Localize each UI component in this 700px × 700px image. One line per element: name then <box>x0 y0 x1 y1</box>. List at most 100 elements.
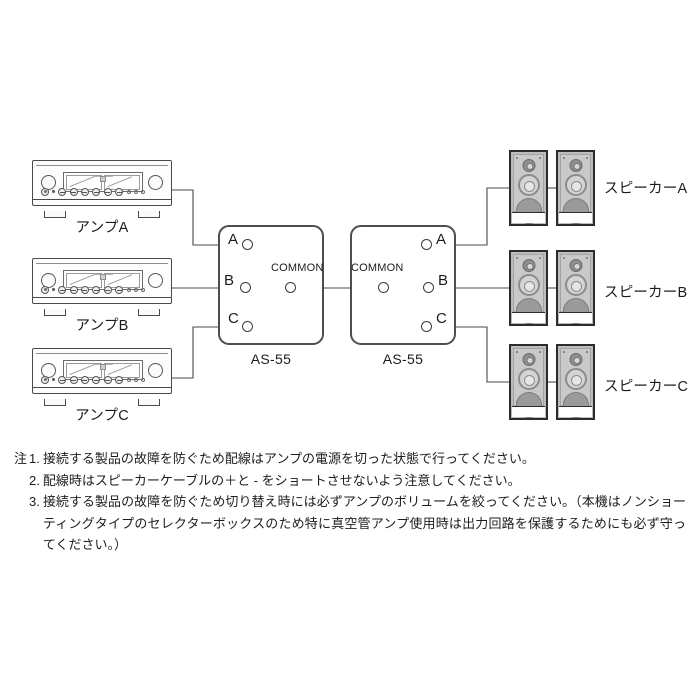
tweeter-driver <box>569 159 582 172</box>
speaker-baffle <box>560 254 591 324</box>
note-text: 配線時はスピーカーケーブルの＋と - をショートさせないよう注意してください。 <box>42 472 521 488</box>
speaker-base <box>512 212 545 223</box>
amp-small-button <box>133 287 138 292</box>
terminal-c-label: C <box>228 310 239 327</box>
selector-enclosure <box>218 225 324 345</box>
amp-top-trim <box>36 263 168 264</box>
amp-small-button <box>141 287 146 292</box>
amp-foot-right <box>138 399 160 406</box>
amp-a-label: アンプA <box>75 220 129 236</box>
terminal-common[interactable] <box>285 282 296 293</box>
midrange-driver <box>517 368 540 390</box>
midrange-driver <box>564 274 587 296</box>
amp-source-button <box>103 285 112 294</box>
common-label: COMMON <box>271 262 324 274</box>
speaker-base <box>512 312 545 323</box>
amp-source-button <box>92 285 101 294</box>
note-text: 接続する製品の故障を防ぐため切り替え時には必ずアンプのボリュームを絞ってください… <box>42 494 686 552</box>
amp-small-button <box>126 189 131 194</box>
amp-a: アンプA <box>32 160 172 236</box>
screw-icon <box>516 157 519 160</box>
selector-right-label: AS-55 <box>382 351 424 367</box>
selector-right: A B C COMMON AS-55 <box>350 225 456 367</box>
speaker-baffle <box>513 154 544 224</box>
terminal-a-label: A <box>436 231 447 248</box>
amp-top-trim <box>36 353 168 354</box>
amp-small-button <box>141 189 146 194</box>
amp-indicator-dot <box>52 288 55 291</box>
speaker-cabinet-left <box>509 150 548 226</box>
screw-icon <box>563 157 566 160</box>
note-marker: 2. <box>29 472 40 488</box>
common-label: COMMON <box>351 262 404 274</box>
note-item: 注 2. 配線時はスピーカーケーブルの＋と - をショートさせないよう注意してく… <box>14 470 686 492</box>
tweeter-driver <box>569 259 582 272</box>
speaker-b-label: スピーカーB <box>604 285 688 301</box>
connection-diagram: アンプA <box>0 0 700 440</box>
amp-knob-right <box>148 273 163 288</box>
speaker-base <box>559 212 592 223</box>
amp-power-button <box>41 187 49 196</box>
terminal-b[interactable] <box>240 282 251 293</box>
amp-source-button <box>58 375 67 384</box>
amp-small-button <box>126 287 131 292</box>
amp-source-button <box>92 375 101 384</box>
amp-source-button <box>103 375 112 384</box>
wire-right-C-to-speakerC <box>455 326 512 383</box>
speaker-base <box>559 312 592 323</box>
amp-display <box>63 172 143 192</box>
terminal-a[interactable] <box>242 239 253 250</box>
terminal-common[interactable] <box>378 282 389 293</box>
tweeter-driver <box>522 353 535 366</box>
amp-indicator-dot <box>52 190 55 193</box>
amp-small-button <box>133 377 138 382</box>
amp-source-button <box>115 285 124 294</box>
midrange-driver <box>564 368 587 390</box>
speaker-baffle <box>560 154 591 224</box>
amp-small-button <box>133 189 138 194</box>
speaker-a-label: スピーカーA <box>604 181 688 197</box>
amp-source-button <box>80 187 89 196</box>
amp-source-button <box>58 285 67 294</box>
terminal-b[interactable] <box>423 282 434 293</box>
selector-enclosure <box>350 225 456 345</box>
amp-source-button <box>92 187 101 196</box>
speaker-base <box>512 406 545 417</box>
amp-display-led <box>100 176 106 182</box>
screw-icon <box>585 257 588 260</box>
selector-left: A B C COMMON AS-55 <box>218 225 324 367</box>
amp-source-button <box>103 187 112 196</box>
amp-c: アンプC <box>32 348 172 424</box>
amp-small-button <box>126 377 131 382</box>
speaker-baffle <box>560 348 591 418</box>
speaker-pair-b <box>509 250 595 326</box>
amp-knob-right <box>148 363 163 378</box>
amp-c-label: アンプC <box>75 408 129 424</box>
amp-b-label: アンプB <box>75 318 129 334</box>
terminal-c[interactable] <box>242 321 253 332</box>
amp-bottom-trim <box>33 199 171 200</box>
amp-source-button <box>115 187 124 196</box>
amp-display-led <box>100 274 106 280</box>
amp-source-button <box>69 375 78 384</box>
speaker-cabinet-left <box>509 344 548 420</box>
speaker-c-label: スピーカーC <box>604 379 689 395</box>
notes-block: 注 1. 接続する製品の故障を防ぐため配線はアンプの電源を切った状態で行ってくだ… <box>14 448 686 556</box>
amp-foot-left <box>44 309 66 316</box>
note-item: 注 1. 接続する製品の故障を防ぐため配線はアンプの電源を切った状態で行ってくだ… <box>14 448 686 470</box>
terminal-a-label: A <box>228 231 239 248</box>
midrange-driver <box>564 174 587 196</box>
screw-icon <box>563 351 566 354</box>
note-marker: 1. <box>29 451 40 466</box>
terminal-b-label: B <box>224 272 235 289</box>
tweeter-driver <box>522 259 535 272</box>
screw-icon <box>538 351 541 354</box>
amp-source-button <box>115 375 124 384</box>
terminal-c[interactable] <box>421 321 432 332</box>
speaker-cabinet-left <box>509 250 548 326</box>
terminal-a[interactable] <box>421 239 432 250</box>
screw-icon <box>538 257 541 260</box>
amp-source-button <box>80 375 89 384</box>
screw-icon <box>585 351 588 354</box>
amp-power-button <box>41 285 49 294</box>
